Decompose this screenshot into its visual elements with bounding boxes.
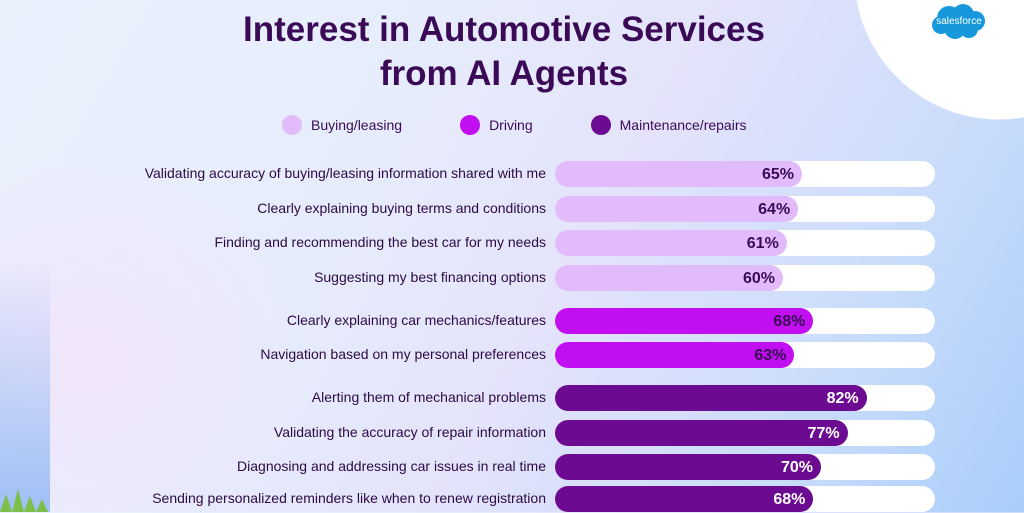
legend-item-maintenance: Maintenance/repairs [590, 115, 747, 135]
background-glow [0, 150, 300, 512]
bar-track: 70% [555, 454, 935, 480]
bar-label: Clearly explaining car mechanics/feature… [286, 312, 546, 328]
bar-track: 68% [555, 486, 935, 512]
bar-label: Suggesting my best financing options [314, 269, 546, 285]
title-line-1: Interest in Automotive Services [243, 10, 765, 49]
bar-label: Navigation based on my personal preferen… [260, 346, 546, 362]
bar-row: Finding and recommending the best car fo… [0, 230, 1024, 256]
bar-row: Alerting them of mechanical problems 82% [0, 385, 1024, 411]
bar-label: Validating the accuracy of repair inform… [273, 424, 546, 440]
bar: 68% [555, 486, 814, 512]
bar-track: 82% [555, 385, 935, 411]
bar-label: Alerting them of mechanical problems [311, 389, 546, 405]
bar-label: Finding and recommending the best car fo… [214, 234, 546, 250]
bar-label: Clearly explaining buying terms and cond… [257, 200, 546, 216]
legend-label: Driving [489, 117, 533, 133]
bar-track: 63% [555, 342, 935, 368]
bar-row: Sending personalized reminders like when… [0, 486, 1024, 512]
logo-corner [794, 0, 1024, 120]
bar-label: Diagnosing and addressing car issues in … [237, 458, 546, 474]
legend: Buying/leasing Driving Maintenance/repai… [282, 115, 805, 135]
bar-row: Suggesting my best financing options 60% [0, 265, 1024, 291]
bar: 64% [555, 196, 799, 222]
bar: 70% [555, 454, 821, 480]
svg-text:salesforce: salesforce [936, 16, 982, 27]
chart-title: Interest in Automotive Services from AI … [0, 8, 1024, 96]
bar-track: 77% [555, 420, 935, 446]
bar-track: 61% [555, 230, 935, 256]
bar: 60% [555, 265, 783, 291]
bar: 68% [555, 308, 814, 334]
legend-swatch [460, 115, 481, 135]
bar-row: Navigation based on my personal preferen… [0, 342, 1024, 368]
bar-row: Clearly explaining buying terms and cond… [0, 196, 1024, 222]
grass-decoration [0, 489, 48, 512]
title-line-2: from AI Agents [379, 54, 629, 93]
legend-swatch [590, 115, 611, 135]
bar-row: Validating the accuracy of repair inform… [0, 420, 1024, 446]
bar: 61% [555, 230, 787, 256]
bar-track: 64% [555, 196, 935, 222]
legend-label: Maintenance/repairs [619, 117, 747, 133]
bar-track: 65% [555, 161, 935, 187]
salesforce-logo: salesforce [932, 4, 985, 39]
legend-item-driving: Driving [460, 115, 533, 135]
bar-label: Sending personalized reminders like when… [152, 490, 546, 506]
background-accent [0, 260, 50, 512]
bar-label: Validating accuracy of buying/leasing in… [144, 165, 546, 181]
bar-row: Diagnosing and addressing car issues in … [0, 454, 1024, 480]
bar: 82% [555, 385, 867, 411]
bar-track: 60% [555, 265, 935, 291]
bar: 65% [555, 161, 802, 187]
legend-label: Buying/leasing [311, 117, 403, 133]
legend-swatch [282, 115, 302, 135]
bar-row: Clearly explaining car mechanics/feature… [0, 308, 1024, 334]
bar-row: Validating accuracy of buying/leasing in… [0, 161, 1024, 187]
bar: 63% [555, 342, 795, 368]
bar-track: 68% [555, 308, 935, 334]
legend-item-buying: Buying/leasing [282, 115, 402, 135]
bar: 77% [555, 420, 848, 446]
